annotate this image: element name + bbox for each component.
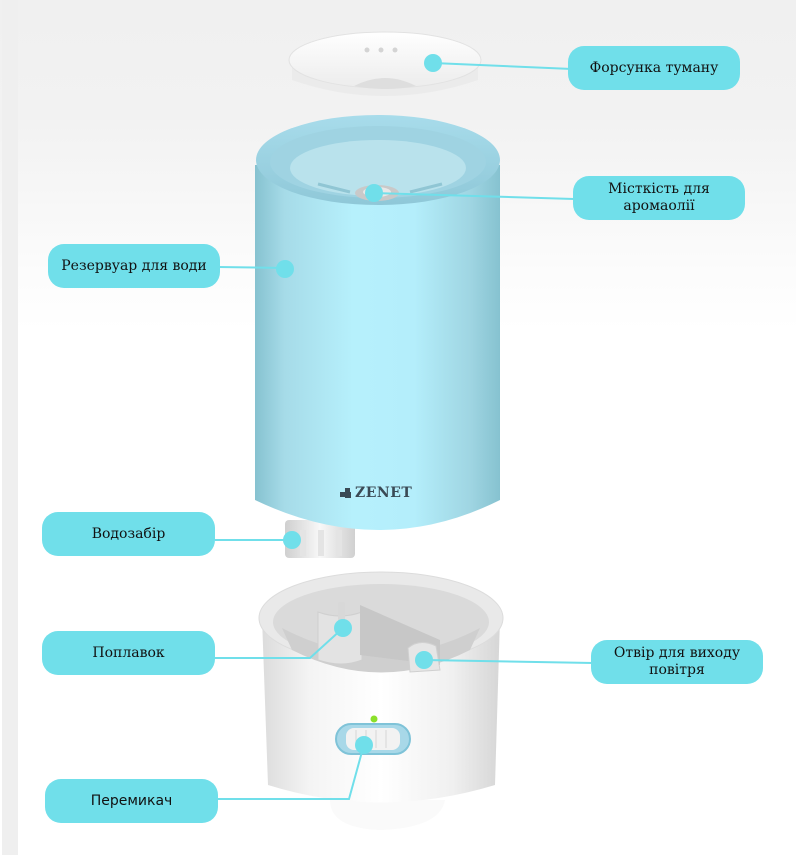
connector-dot-water-intake xyxy=(283,531,301,549)
connector-line-aroma xyxy=(373,192,575,200)
callout-label: Отвір для виходу повітря xyxy=(613,645,741,678)
callout-water-tank: Резервуар для води xyxy=(48,244,220,288)
connector-dot-aroma xyxy=(365,184,383,202)
connector-dot-switch xyxy=(355,736,373,754)
callout-float: Поплавок xyxy=(42,631,215,675)
callout-air-outlet: Отвір для виходу повітря xyxy=(591,640,763,684)
water-intake-part xyxy=(285,520,355,558)
brand-logo: ZENET xyxy=(340,485,412,501)
brand-name: ZENET xyxy=(355,485,413,501)
callout-mist-nozzle: Форсунка туману xyxy=(568,46,740,90)
connector-dot-float xyxy=(334,619,352,637)
connector-dot-water-tank xyxy=(276,260,294,278)
connector-line-mist-nozzle xyxy=(432,62,573,70)
callout-label: Форсунка туману xyxy=(589,59,719,76)
callout-label: Поплавок xyxy=(92,644,165,661)
connector-line-air-outlet xyxy=(423,659,594,664)
callout-water-intake: Водозабір xyxy=(42,512,215,556)
callout-switch: Перемикач xyxy=(45,779,218,823)
water-tank-body xyxy=(255,115,500,530)
callout-aroma-container: Місткість для аромаолії xyxy=(573,176,745,220)
connector-line-switch xyxy=(218,747,364,800)
connector-line-water-tank xyxy=(217,266,286,269)
connector-line-float xyxy=(215,627,344,659)
connector-dot-mist-nozzle xyxy=(424,54,442,72)
callout-label: Водозабір xyxy=(91,525,166,542)
callout-label: Місткість для аромаолії xyxy=(608,181,710,214)
left-border-strip xyxy=(2,0,18,855)
callout-label: Резервуар для води xyxy=(61,257,207,274)
base-unit xyxy=(258,571,504,830)
callout-label: Перемикач xyxy=(90,792,173,809)
connectors xyxy=(215,54,594,800)
connector-dot-air-outlet xyxy=(415,651,433,669)
logo-mark-icon xyxy=(340,488,352,498)
